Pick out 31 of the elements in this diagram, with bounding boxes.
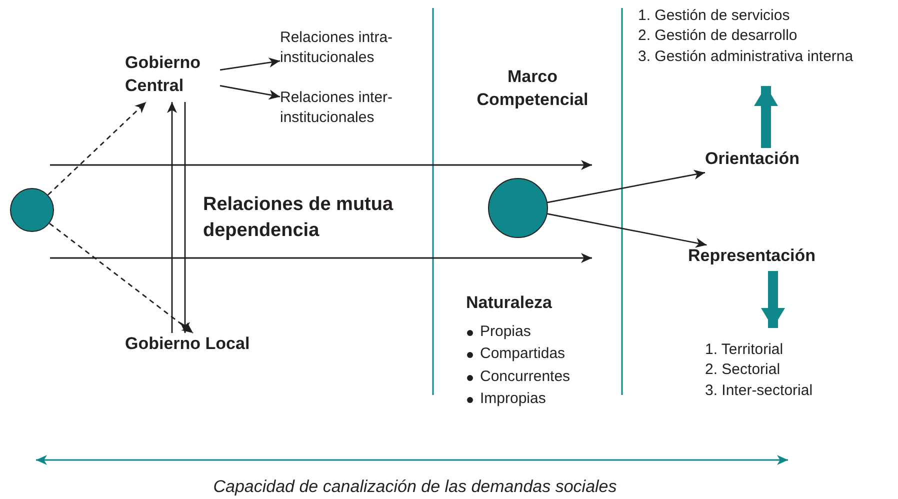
arrow (220, 58, 280, 71)
list-item: 2. Sectorial (705, 360, 782, 380)
arrow (49, 222, 194, 334)
heading: Marco Competencial (476, 66, 590, 111)
caption: Capacidad de canalización de las demandas sociales (212, 477, 618, 497)
arrow (167, 102, 177, 333)
list-item: Concurrentes (466, 368, 630, 385)
arrow (547, 170, 706, 204)
heading: Relaciones de mutua dependencia (203, 193, 394, 243)
node-label: Orientación (705, 148, 800, 170)
list-item: 2. Gestión de desarrollo (638, 26, 798, 46)
list-item: Compartidas (466, 345, 630, 362)
list-item: Relaciones inter-institucionales (280, 88, 394, 128)
arrow (547, 213, 707, 248)
node-label: Gobierno Central (125, 52, 202, 97)
node-label: Gobierno Local (125, 333, 251, 355)
arrow (48, 102, 147, 196)
heading: Naturaleza (466, 292, 553, 314)
list-item: 3. Inter-sectorial (705, 380, 814, 400)
list-item: 1. Territorial (705, 340, 784, 360)
arrow (761, 271, 785, 328)
arrow (754, 86, 778, 148)
list-item: 1. Gestión de servicios (638, 6, 791, 26)
list-item: Relaciones intra-institucionales (280, 28, 394, 68)
arrow (220, 85, 280, 100)
arrow (180, 102, 190, 333)
node-circle (10, 188, 54, 232)
node-label: Representación (688, 245, 817, 267)
list-item: Impropias (466, 390, 630, 407)
list-item: Propias (466, 323, 630, 340)
list-item: 3. Gestión administrativa interna (638, 46, 854, 66)
